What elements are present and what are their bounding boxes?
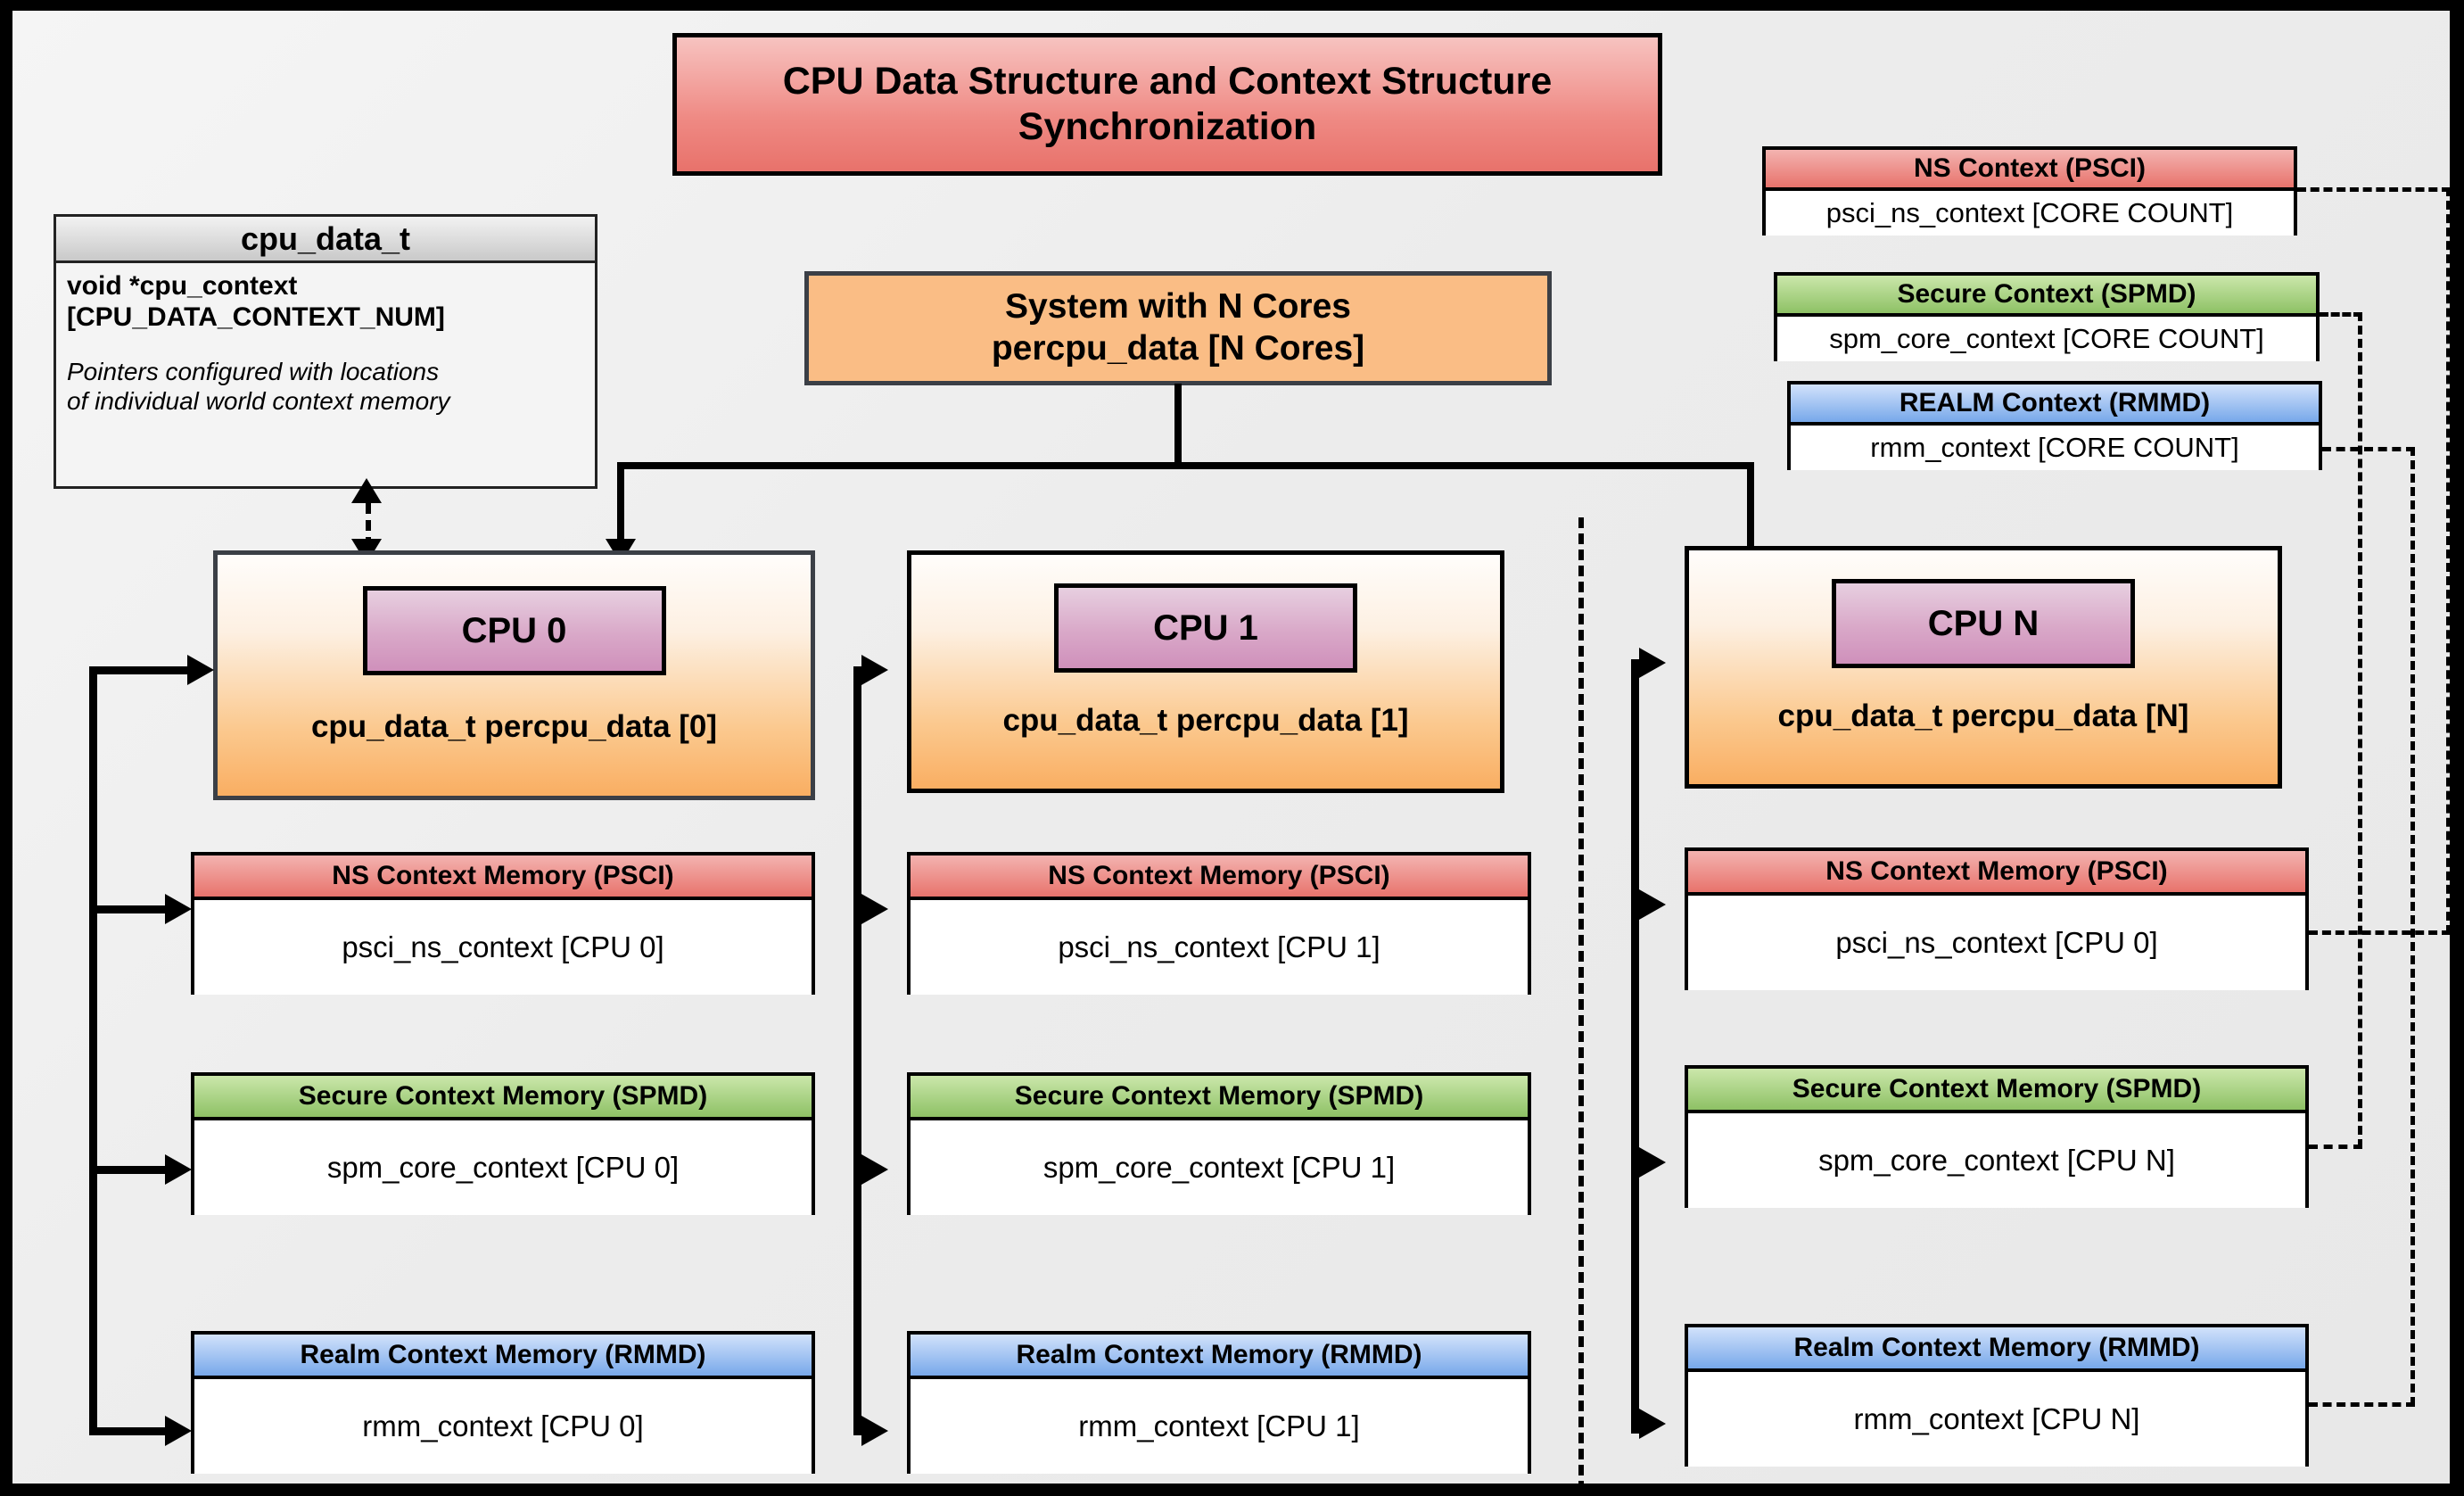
cpu-1-arrow-to-cpu <box>861 655 888 685</box>
cpu-n-secure-context-body: spm_core_context [CPU N] <box>1688 1113 2305 1208</box>
tree-branch-right-down <box>1747 462 1754 560</box>
cpu-data-t-field: void *cpu_context [CPU_DATA_CONTEXT_NUM] <box>67 270 584 334</box>
tree-horizontal-bar <box>617 462 1754 469</box>
cpu-1-ns-context-header: NS Context Memory (PSCI) <box>911 855 1528 900</box>
global-secure-context-body: spm_core_context [CORE COUNT] <box>1777 317 2316 361</box>
cpu-data-t-field-line-2: [CPU_DATA_CONTEXT_NUM] <box>67 302 445 333</box>
global-realm-context-box: REALM Context (RMMD) rmm_context [CORE C… <box>1787 381 2322 470</box>
tree-branch-left-down <box>617 462 624 560</box>
realm-route-bottom-horizontal <box>2309 1402 2415 1407</box>
title-line-1: CPU Data Structure and Context Structure <box>782 60 1553 103</box>
cpu-0-ns-context-memory: NS Context Memory (PSCI) psci_ns_context… <box>191 852 815 995</box>
realm-route-vertical <box>2410 447 2415 1406</box>
global-ns-context-box: NS Context (PSCI) psci_ns_context [CORE … <box>1762 146 2297 236</box>
cpu-0-realm-context-header: Realm Context Memory (RMMD) <box>194 1335 812 1379</box>
cpu-n-realm-context-body: rmm_context [CPU N] <box>1688 1372 2305 1467</box>
diagram-title: CPU Data Structure and Context Structure… <box>672 33 1662 176</box>
ns-route-vertical <box>2446 187 2451 934</box>
cpu-0-realm-context-memory: Realm Context Memory (RMMD) rmm_context … <box>191 1331 815 1474</box>
cpu-0-chip: CPU 0 <box>362 586 666 675</box>
system-box-line-2: percpu_data [N Cores] <box>991 329 1365 368</box>
global-secure-context-box: Secure Context (SPMD) spm_core_context [… <box>1774 272 2320 361</box>
cpu-n-secure-context-header: Secure Context Memory (SPMD) <box>1688 1069 2305 1113</box>
cpu-1-realm-context-memory: Realm Context Memory (RMMD) rmm_context … <box>907 1331 1531 1474</box>
cpu-0-secure-context-body: spm_core_context [CPU 0] <box>194 1120 812 1215</box>
ns-route-top-horizontal <box>2297 187 2451 192</box>
cpu-1-ns-context-memory: NS Context Memory (PSCI) psci_ns_context… <box>907 852 1531 995</box>
cpu-n-bracket-vertical <box>1631 659 1639 1434</box>
global-ns-context-header: NS Context (PSCI) <box>1766 150 2294 191</box>
cpu-data-t-link-arrow-up <box>351 478 382 503</box>
cpu-0-arrow-to-ns <box>165 894 192 924</box>
global-realm-context-header: REALM Context (RMMD) <box>1791 384 2319 426</box>
cpu-0-bracket-arm-realm <box>89 1427 178 1435</box>
cpu-1-bracket-vertical <box>853 666 861 1435</box>
cpu-0-bracket-arm-cpu <box>89 666 201 674</box>
cpu-n-arrow-to-realm <box>1639 1409 1666 1439</box>
cpu-1-ns-context-body: psci_ns_context [CPU 1] <box>911 900 1528 995</box>
cpu-n-arrow-to-ns <box>1639 889 1666 920</box>
global-secure-context-header: Secure Context (SPMD) <box>1777 276 2316 317</box>
cpu-0-label: cpu_data_t percpu_data [0] <box>310 709 718 744</box>
cpu-data-t-note-line-1: Pointers configured with locations <box>67 357 440 385</box>
system-with-n-cores-box: System with N Cores percpu_data [N Cores… <box>804 271 1552 385</box>
cpu-1-arrow-to-ns <box>861 894 888 924</box>
cpu-0-container: CPU 0 cpu_data_t percpu_data [0] <box>213 550 815 800</box>
cpu-data-t-note-line-2: of individual world context memory <box>67 387 450 416</box>
cpu-n-arrow-to-secure <box>1639 1147 1666 1178</box>
tree-trunk-vertical <box>1174 384 1182 467</box>
cpu-0-ns-context-body: psci_ns_context [CPU 0] <box>194 900 812 995</box>
secure-route-vertical <box>2358 312 2362 1148</box>
system-box-line-1: System with N Cores <box>1005 287 1351 326</box>
diagram-canvas: CPU Data Structure and Context Structure… <box>12 11 2451 1492</box>
cpu-1-container: CPU 1 cpu_data_t percpu_data [1] <box>907 550 1504 793</box>
cpu-1-realm-context-header: Realm Context Memory (RMMD) <box>911 1335 1528 1379</box>
cpu-data-t-field-line-1: void *cpu_context <box>67 271 298 301</box>
cpu-data-t-note: Pointers configured with locations of in… <box>67 357 584 417</box>
cpu-1-secure-context-memory: Secure Context Memory (SPMD) spm_core_co… <box>907 1072 1531 1215</box>
cpu-0-bracket-arm-ns <box>89 905 178 913</box>
cpu-n-ns-context-memory: NS Context Memory (PSCI) psci_ns_context… <box>1685 847 2309 990</box>
cpu-n-container: CPU N cpu_data_t percpu_data [N] <box>1685 546 2282 789</box>
global-realm-context-body: rmm_context [CORE COUNT] <box>1791 426 2319 470</box>
cpu-0-arrow-to-cpu <box>187 655 214 685</box>
cpu-1-chip: CPU 1 <box>1054 583 1357 673</box>
cpu-0-bracket-arm-secure <box>89 1166 178 1174</box>
cpu-n-ns-context-body: psci_ns_context [CPU 0] <box>1688 896 2305 990</box>
cpu-0-secure-context-header: Secure Context Memory (SPMD) <box>194 1076 812 1120</box>
cpu-1-arrow-to-secure <box>861 1154 888 1185</box>
secure-route-top-horizontal <box>2320 312 2362 317</box>
cpu-data-t-struct-box: cpu_data_t void *cpu_context [CPU_DATA_C… <box>54 214 597 489</box>
cpu-1-secure-context-body: spm_core_context [CPU 1] <box>911 1120 1528 1215</box>
cpu-0-arrow-to-secure <box>165 1154 192 1185</box>
secure-route-bottom-horizontal <box>2309 1145 2362 1149</box>
cpu-n-realm-context-memory: Realm Context Memory (RMMD) rmm_context … <box>1685 1324 2309 1467</box>
cpu-n-realm-context-header: Realm Context Memory (RMMD) <box>1688 1327 2305 1372</box>
cpu-0-secure-context-memory: Secure Context Memory (SPMD) spm_core_co… <box>191 1072 815 1215</box>
cpu-n-ns-context-header: NS Context Memory (PSCI) <box>1688 851 2305 896</box>
cpu-0-ns-context-header: NS Context Memory (PSCI) <box>194 855 812 900</box>
cpu-0-arrow-to-realm <box>165 1416 192 1446</box>
cpu-1-label: cpu_data_t percpu_data [1] <box>1002 703 1409 738</box>
cpu-n-arrow-to-cpu <box>1639 648 1666 678</box>
cpu-n-chip: CPU N <box>1832 579 2135 668</box>
cpu-data-t-to-cpu0-dashed-link <box>366 503 371 548</box>
cpu-data-t-body: void *cpu_context [CPU_DATA_CONTEXT_NUM]… <box>56 263 595 426</box>
cpu-0-realm-context-body: rmm_context [CPU 0] <box>194 1379 812 1474</box>
global-ns-context-body: psci_ns_context [CORE COUNT] <box>1766 191 2294 236</box>
cpu-1-realm-context-body: rmm_context [CPU 1] <box>911 1379 1528 1474</box>
realm-route-top-horizontal <box>2322 447 2415 451</box>
cpu-n-label: cpu_data_t percpu_data [N] <box>1777 698 2189 733</box>
cpu-1-arrow-to-realm <box>861 1416 888 1446</box>
cpu-n-secure-context-memory: Secure Context Memory (SPMD) spm_core_co… <box>1685 1065 2309 1208</box>
ns-route-bottom-horizontal <box>2309 930 2451 935</box>
cpu-data-t-header: cpu_data_t <box>56 217 595 263</box>
cpu-1-secure-context-header: Secure Context Memory (SPMD) <box>911 1076 1528 1120</box>
cpu-0-bracket-vertical <box>89 666 97 1435</box>
title-line-2: Synchronization <box>1018 105 1317 148</box>
ellipsis-separator-dashed-line <box>1578 517 1584 1492</box>
